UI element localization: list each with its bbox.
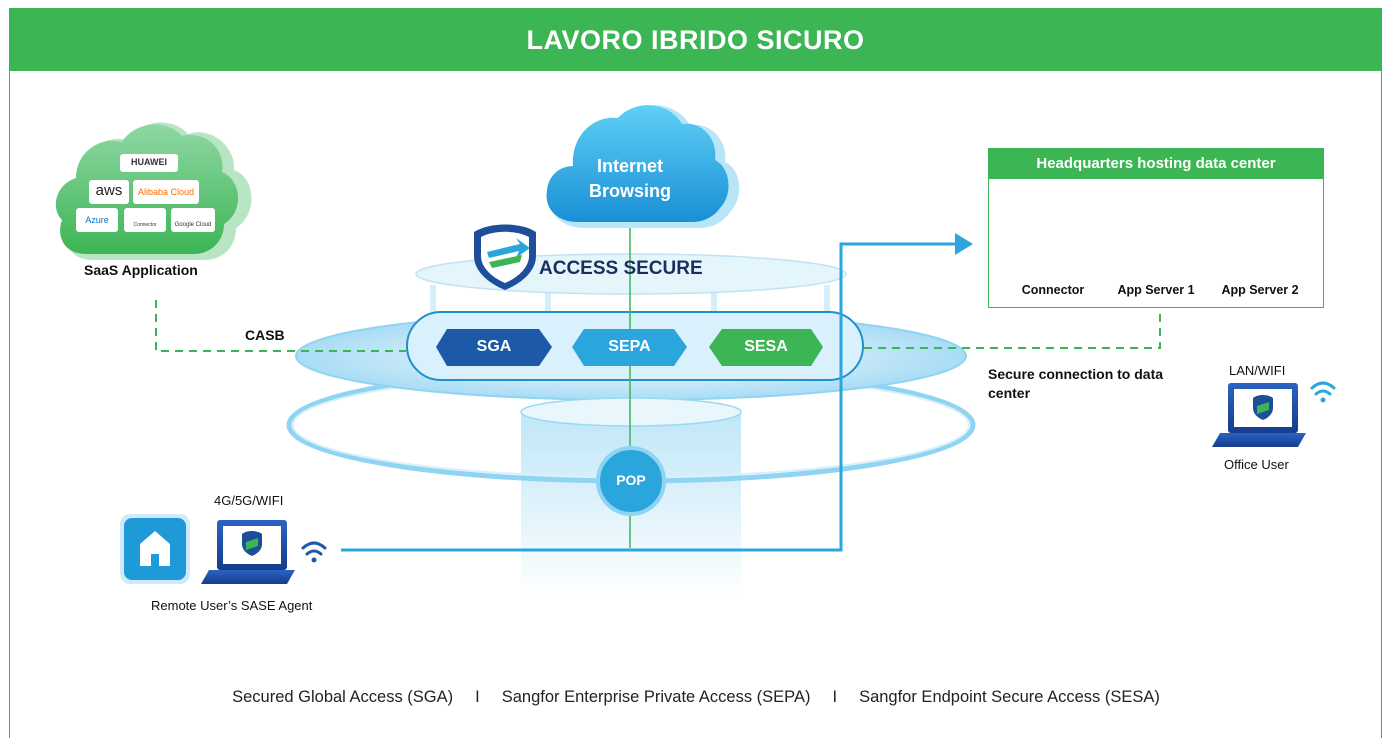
remote-connection-line — [341, 242, 958, 552]
footer-sga: Secured Global Access (SGA) — [232, 688, 454, 706]
vendor-aws: aws — [95, 182, 123, 199]
hq-title: Headquarters hosting data center — [989, 149, 1323, 179]
brand-name: ACCESS SECURE — [539, 258, 703, 279]
remote-laptop-icon — [201, 520, 295, 584]
home-icon — [120, 514, 190, 584]
app-server-1-label: App Server 1 — [1117, 283, 1195, 297]
sesa-label: SESA — [744, 338, 788, 355]
office-laptop-icon — [1212, 383, 1306, 447]
office-network-label: LAN/WIFI — [1229, 363, 1286, 378]
remote-user-label: Remote User’s SASE Agent — [151, 598, 313, 613]
casb-label: CASB — [245, 327, 285, 343]
secure-connection-label: Secure connection to data center — [988, 366, 1164, 401]
vendor-connector: Connector — [133, 222, 157, 228]
banner-title: LAVORO IBRIDO SICURO — [10, 9, 1381, 71]
cloud-line-1: Internet — [596, 156, 663, 176]
cloud-line-2: Browsing — [588, 181, 671, 201]
office-wifi-icon — [1310, 381, 1336, 403]
secure-connection-link — [864, 309, 1161, 349]
pop-circle — [596, 446, 666, 516]
vendor-azure: Azure — [85, 215, 109, 225]
casb-link — [155, 300, 406, 352]
footer-separator-2: I — [832, 688, 838, 706]
arrow-head — [955, 233, 973, 255]
app-server-2-label: App Server 2 — [1221, 283, 1299, 297]
saas-label: SaaS Application — [84, 262, 198, 278]
vendor-huawei: HUAWEI — [131, 157, 167, 167]
sesa-tag — [709, 329, 823, 366]
footer-sesa: Sangfor Endpoint Secure Access (SESA) — [859, 688, 1160, 706]
remote-wifi-icon — [301, 541, 327, 563]
sga-label: SGA — [476, 338, 512, 355]
sepa-tag — [572, 329, 687, 366]
office-user-label: Office User — [1224, 457, 1289, 472]
vendor-google-cloud: Google Cloud — [174, 222, 212, 228]
connector-label: Connector — [1021, 283, 1085, 297]
saas-cloud — [55, 122, 252, 260]
footer-legend: Secured Global Access (SGA) I Sangfor Ente… — [0, 688, 1392, 707]
vendor-alibaba: Alibaba Cloud — [137, 187, 195, 197]
hq-datacenter-box: Headquarters hosting data center Connect… — [988, 148, 1324, 308]
access-secure-logo — [474, 224, 536, 290]
internet-cloud — [546, 105, 740, 228]
footer-separator-1: I — [475, 688, 480, 706]
footer-sepa: Sangfor Enterprise Private Access (SEPA) — [501, 688, 811, 706]
sepa-label: SEPA — [608, 338, 651, 355]
sga-tag — [436, 329, 552, 366]
pop-label: POP — [616, 472, 646, 488]
remote-network-label: 4G/5G/WIFI — [214, 493, 284, 508]
